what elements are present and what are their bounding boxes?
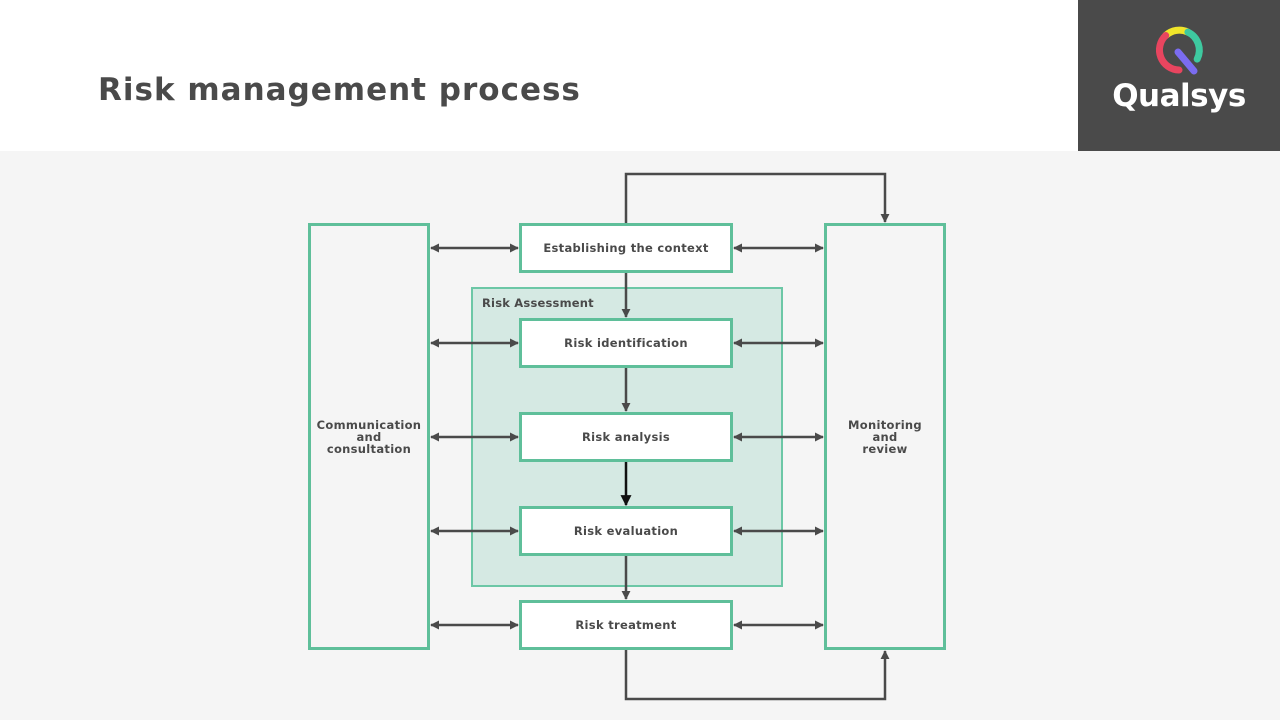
step-risk-identification: Risk identification — [519, 318, 733, 368]
brand-panel: Qualsys — [1078, 0, 1280, 151]
step-label: Risk treatment — [575, 618, 677, 632]
step-label: Establishing the context — [543, 241, 709, 255]
step-label: Risk identification — [564, 336, 688, 350]
header: Risk management process Qualsys — [0, 0, 1280, 151]
communication-label: Communication and consultation — [316, 417, 422, 456]
monitoring-label: Monitoring and review — [848, 417, 922, 456]
brand-name: Qualsys — [1112, 78, 1246, 114]
monitoring-panel: Monitoring and review — [824, 223, 946, 650]
step-risk-analysis: Risk analysis — [519, 412, 733, 462]
page-title: Risk management process — [98, 72, 581, 108]
step-label: Risk analysis — [582, 430, 670, 444]
communication-panel: Communication and consultation — [308, 223, 430, 650]
step-risk-evaluation: Risk evaluation — [519, 506, 733, 556]
step-establishing-context: Establishing the context — [519, 223, 733, 273]
step-label: Risk evaluation — [573, 524, 679, 538]
step-risk-treatment: Risk treatment — [519, 600, 733, 650]
qualsys-logo-icon — [1156, 26, 1203, 75]
risk-assessment-label: Risk Assessment — [482, 296, 594, 310]
